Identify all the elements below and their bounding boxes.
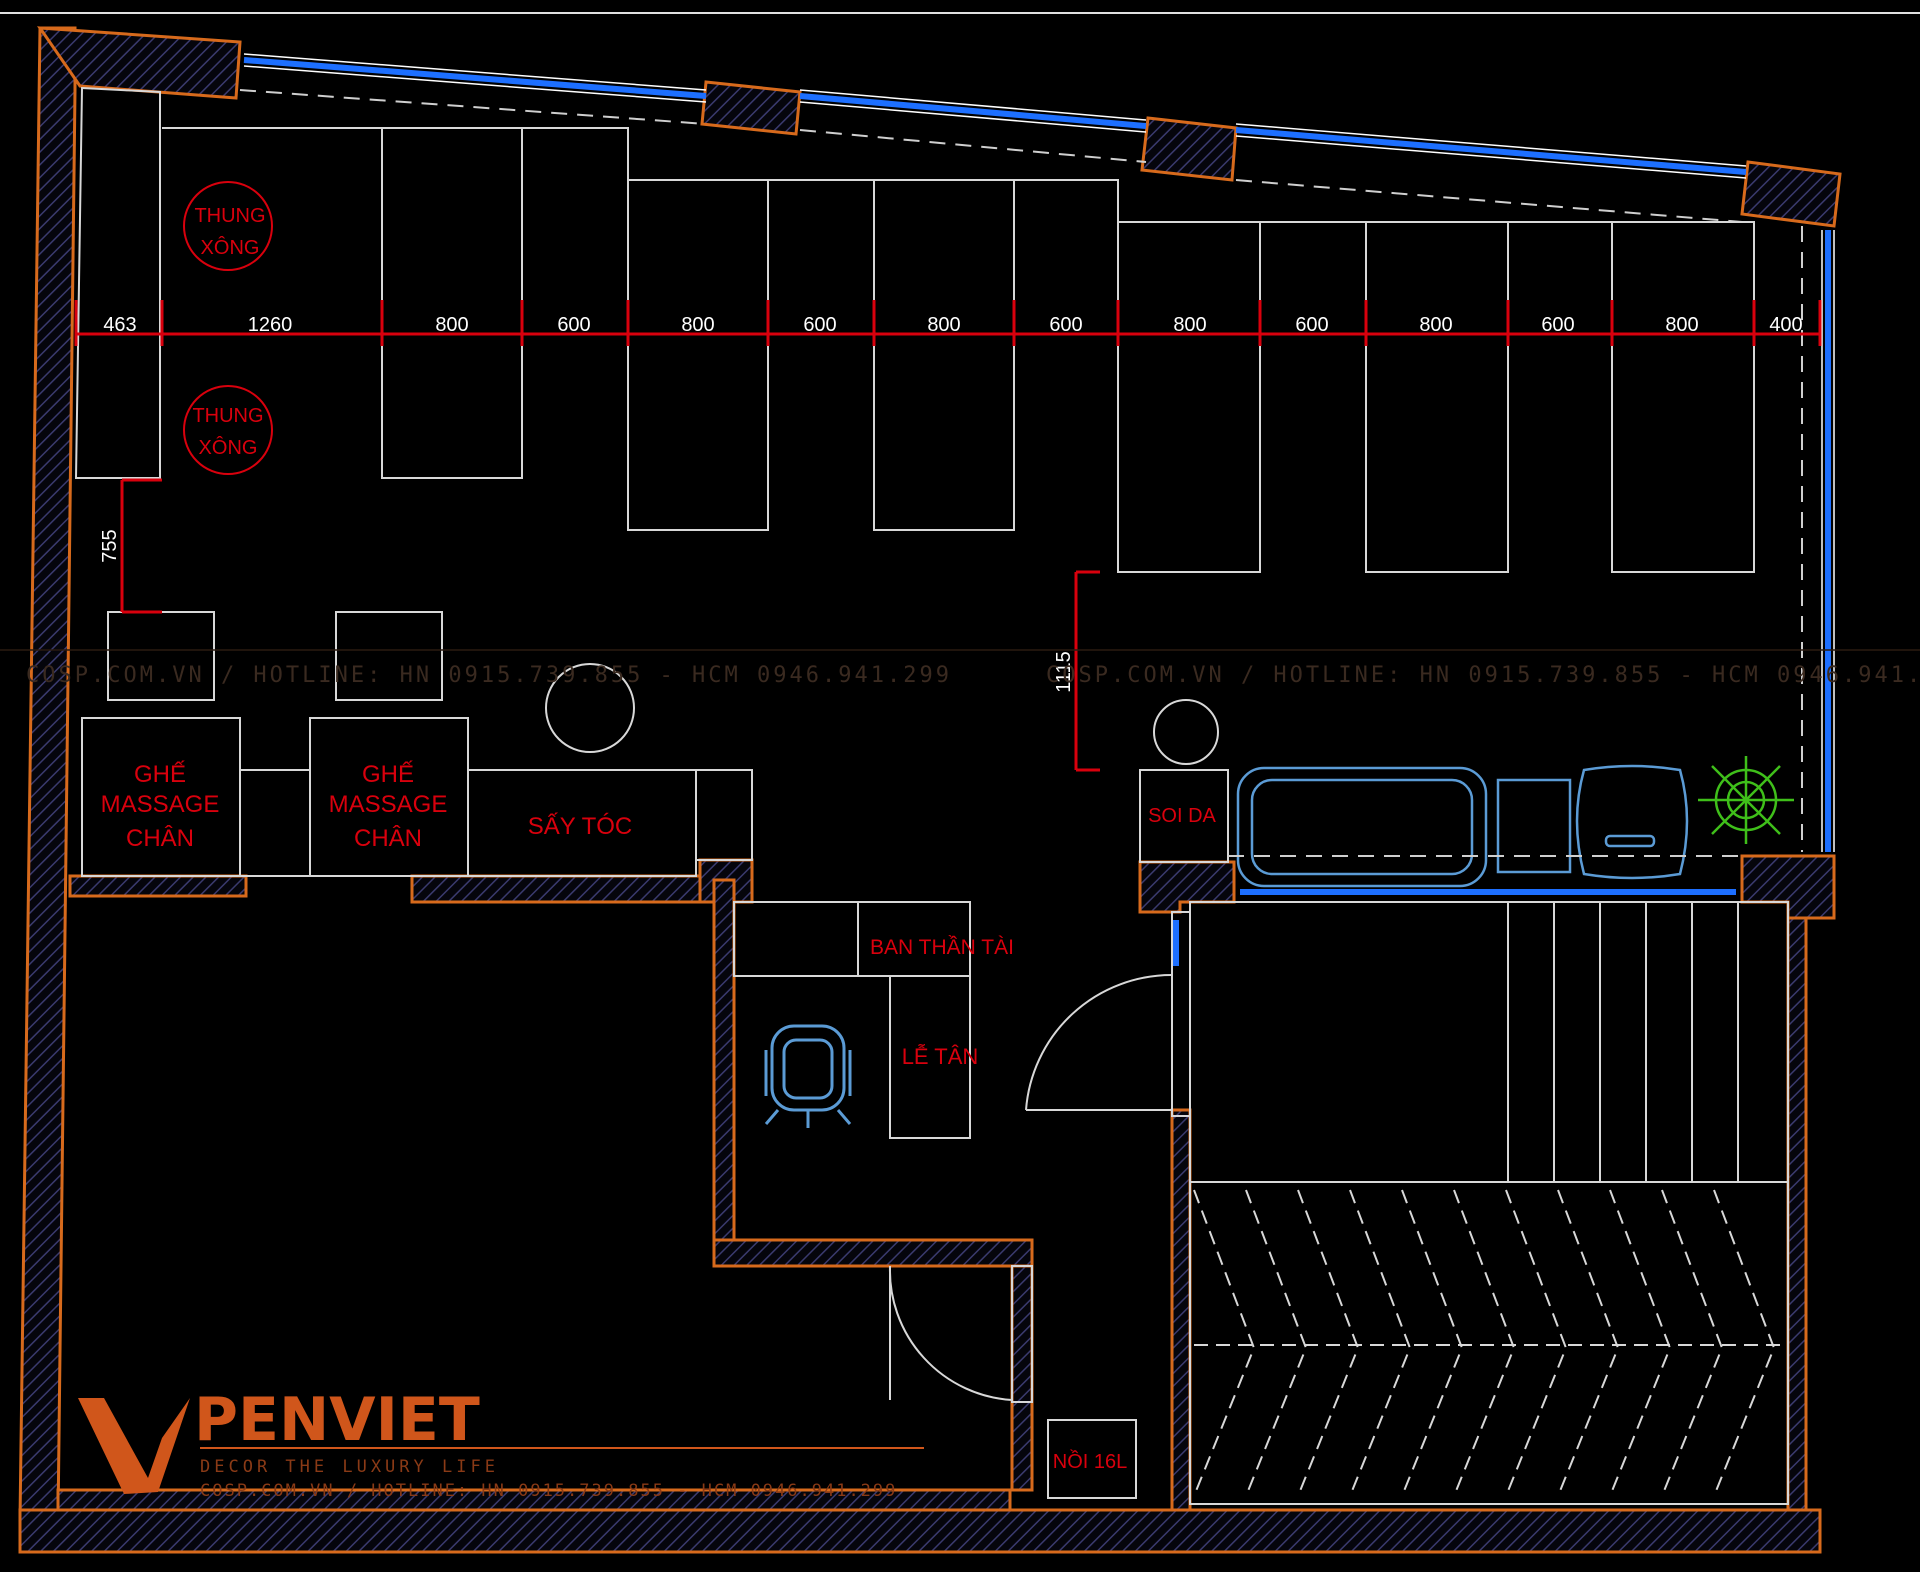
dim-label-left: 755	[99, 529, 121, 562]
dim-label: 600	[1541, 314, 1574, 336]
dim-label: 800	[435, 314, 468, 336]
room-label: BAN THẦN TÀI	[870, 936, 1014, 959]
room-label: GHẾ	[134, 760, 186, 788]
dim-label-right: 1115	[1053, 651, 1075, 693]
windows	[243, 57, 1831, 966]
brand-tagline: DECOR THE LUXURY LIFE	[200, 1457, 499, 1477]
room-label: THUNG	[192, 405, 263, 427]
room-label: LỄ TÂN	[902, 1043, 979, 1069]
dim-label: 400	[1769, 314, 1802, 336]
dimension-ticks	[74, 300, 1822, 346]
room-label: NỒI 16L	[1053, 1449, 1127, 1473]
office-chair-icon	[764, 1024, 852, 1128]
walls	[18, 26, 1842, 1554]
dim-label: 800	[1419, 314, 1452, 336]
dim-label: 600	[1049, 314, 1082, 336]
brand-name: PENVIET	[194, 1385, 480, 1455]
dim-label: 800	[681, 314, 714, 336]
room-label: MASSAGE	[101, 791, 220, 818]
dim-label: 600	[557, 314, 590, 336]
room-label: XÔNG	[199, 436, 258, 459]
room-label: THUNG	[194, 205, 265, 227]
dim-label: 800	[927, 314, 960, 336]
room-label: MASSAGE	[329, 791, 448, 818]
stair-chevrons	[1193, 1189, 1784, 1497]
overhead-line	[239, 89, 1743, 223]
watermark-text: COSP.COM.VN / HOTLINE: HN 0915.739.855 -…	[26, 663, 952, 688]
penviet-logo-icon: PENVIET	[78, 1385, 480, 1494]
room-label: CHÂN	[354, 825, 422, 852]
room-label: CHÂN	[126, 825, 194, 852]
dim-label: 463	[103, 314, 136, 336]
dim-label: 800	[1173, 314, 1206, 336]
dimension-1115	[1074, 570, 1100, 772]
bathtub-icon	[1236, 764, 1689, 888]
window-frames	[243, 53, 1835, 852]
dim-label: 600	[803, 314, 836, 336]
dimension-labels: 463 1260 800 600 800 600 800 600 800 600…	[103, 314, 1802, 336]
steam-tub-1: THUNG XÔNG	[183, 181, 273, 271]
dim-label: 800	[1665, 314, 1698, 336]
room-label: SOI DA	[1148, 805, 1216, 827]
brand-contact: COSP.COM.VN / HOTLINE: HN 0915.739.855 -…	[200, 1481, 897, 1501]
doors	[888, 973, 1173, 1401]
dim-label: 600	[1295, 314, 1328, 336]
watermark-text: COSP.COM.VN / HOTLINE: HN 0915.739.855 -…	[1046, 663, 1920, 688]
steam-tub-2: THUNG XÔNG	[183, 385, 273, 475]
dimension-755	[120, 478, 162, 614]
plant-icon	[1698, 756, 1794, 844]
room-label: SẤY TÓC	[528, 812, 632, 840]
room-label: XÔNG	[201, 236, 260, 259]
dim-label: 1260	[248, 314, 293, 336]
room-label: GHẾ	[362, 760, 414, 788]
